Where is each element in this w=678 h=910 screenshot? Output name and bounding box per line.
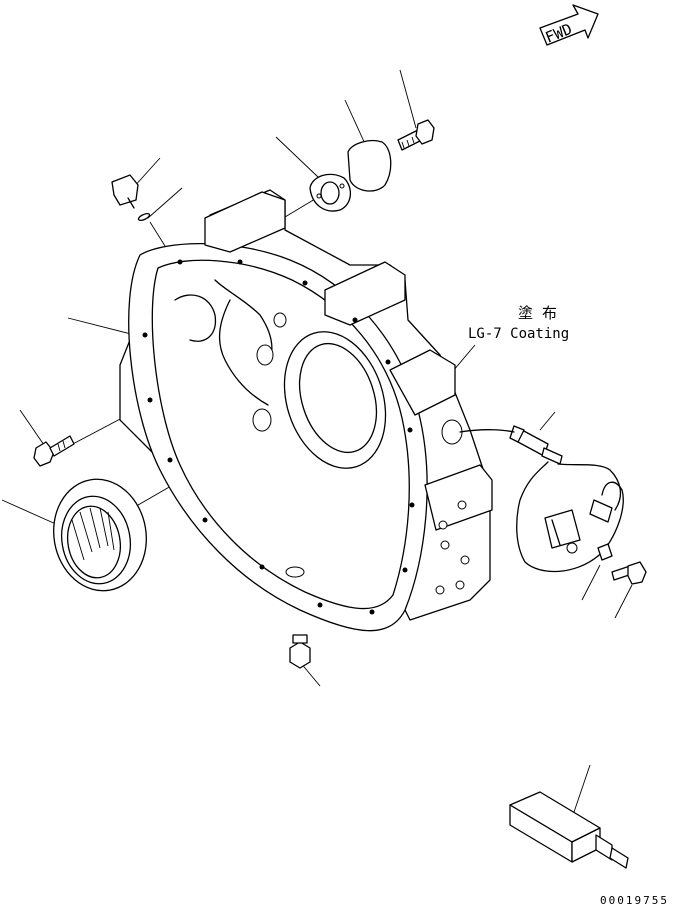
coating-en-label: LG-7 Coating [468,326,569,342]
breather-plug [111,174,139,209]
mounting-bolt [397,119,435,151]
flywheel-housing [119,189,493,632]
cover-gasket [309,173,351,212]
flange-bolt-holes [142,259,415,615]
coating-jp-label: 塗 布 [518,304,557,322]
rotation-sensor [509,425,563,465]
drawing-number: 00019755 [600,894,669,905]
drain-plug [289,634,311,669]
wire-clamp [544,509,613,561]
cover-plate [347,139,392,192]
fwd-arrow-icon: FWD [539,4,599,47]
sensor-wire-harness [459,429,624,573]
oil-seal [53,478,147,592]
o-ring [137,212,151,222]
clamp-bolt [611,561,647,585]
sensor-tool [509,791,629,869]
housing-bolt [33,435,75,467]
